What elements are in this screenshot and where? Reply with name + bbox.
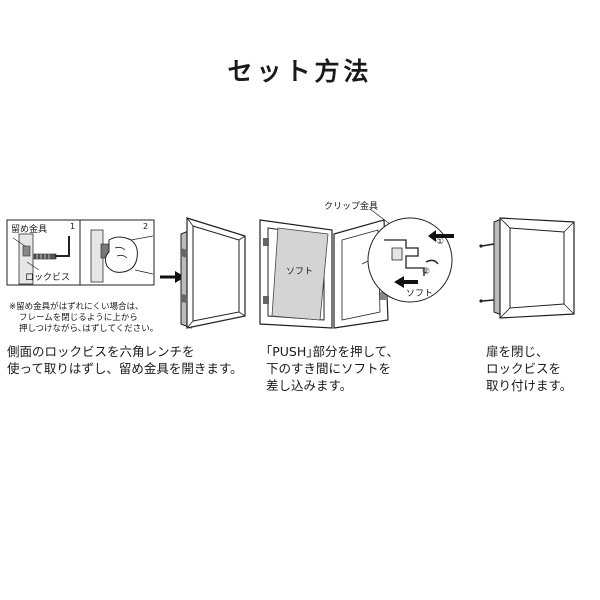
screw-top-icon: [479, 243, 495, 248]
step-circle-1: ①: [436, 237, 444, 247]
soft-sheet: [271, 227, 329, 321]
note-line-2: フレームを閉じるように上から: [19, 313, 138, 323]
screw-bottom-icon: [479, 299, 495, 303]
step1-caption: 側面のロックビスを六角レンチを 使って取りはずし、留め金具を開きます。: [7, 343, 243, 377]
clip-label: クリップ金具: [324, 200, 378, 212]
step-circle-2: ②: [422, 267, 430, 277]
caption-line: 取り付けます。: [486, 378, 573, 393]
step1-illustration: 留め金具 ロックビス 1 2: [5, 200, 255, 340]
closed-frame-icon: [493, 217, 575, 319]
step2-illustration: ソフト クリップ金具 ① ② ソフト: [258, 200, 458, 340]
note-line-3: 押しつけながら､はずしてください。: [19, 323, 158, 334]
caption-line: ロックビスを: [486, 361, 562, 376]
hex-wrench-icon: [55, 236, 70, 257]
lock-screw-icon: [33, 253, 57, 260]
soft-label: ソフト: [286, 267, 313, 277]
screw-label: ロックビス: [25, 272, 70, 283]
caption-line: ｢PUSH｣部分を押して、: [266, 344, 400, 359]
step2-caption: ｢PUSH｣部分を押して、 下のすき間にソフトを 差し込みます。: [266, 343, 399, 394]
caption-line: 扉を閉じ、: [486, 344, 549, 359]
bracket-label: 留め金具: [11, 223, 47, 235]
caption-line: 下のすき間にソフトを: [266, 361, 392, 376]
soft-zoom-label: ソフト: [406, 289, 433, 299]
open-frame-icon: ソフト: [259, 219, 389, 329]
note-line-1: ※留め金具がはずれにくい場合は、: [9, 301, 143, 312]
detail-number-1: 1: [70, 222, 75, 231]
clip-detail-zoom: ① ② ソフト: [367, 217, 454, 303]
caption-line: 差し込みます。: [266, 378, 353, 393]
frame-icon: [180, 217, 246, 329]
hand-icon: [104, 235, 154, 275]
step3-caption: 扉を閉じ、 ロックビスを 取り付けます。: [486, 343, 572, 394]
caption-line: 使って取りはずし、留め金具を開きます。: [7, 361, 243, 376]
page-title: セット方法: [227, 57, 373, 86]
step3-illustration: [478, 200, 588, 340]
caption-line: 側面のロックビスを六角レンチを: [7, 344, 195, 359]
detail-number-2: 2: [143, 222, 148, 231]
step1-detail-panel: 留め金具 ロックビス 1 2: [6, 219, 155, 286]
